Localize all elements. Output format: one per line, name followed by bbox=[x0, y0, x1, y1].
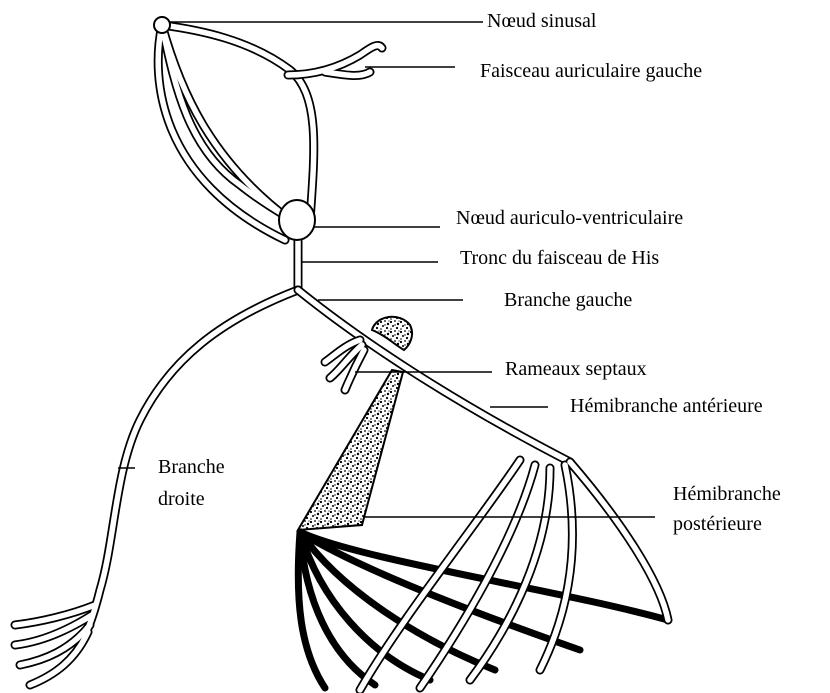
label-branche-droite-2: droite bbox=[158, 488, 205, 510]
septal-branches bbox=[325, 340, 364, 390]
label-noeud-av: Nœud auriculo-ventriculaire bbox=[456, 207, 683, 229]
label-branche-gauche: Branche gauche bbox=[504, 289, 632, 311]
label-noeud-sinusal: Nœud sinusal bbox=[487, 10, 597, 32]
label-branche-droite-1: Branche bbox=[158, 456, 225, 478]
label-hemibranche-posterieure-2: postérieure bbox=[673, 513, 762, 535]
label-tronc-his: Tronc du faisceau de His bbox=[460, 247, 659, 269]
right-bundle-branch bbox=[15, 290, 298, 685]
av-node bbox=[279, 200, 315, 240]
sinus-node bbox=[154, 17, 170, 33]
label-rameaux-septaux: Rameaux septaux bbox=[505, 358, 647, 380]
purkinje-fibers-loops bbox=[360, 460, 668, 690]
label-faisceau-auriculaire-gauche: Faisceau auriculaire gauche bbox=[480, 60, 702, 82]
label-hemibranche-anterieure: Hémibranche antérieure bbox=[570, 395, 763, 417]
leader-lines bbox=[118, 22, 655, 517]
label-hemibranche-posterieure-1: Hémibranche bbox=[673, 483, 781, 505]
labels: Nœud sinusal Faisceau auriculaire gauche… bbox=[158, 10, 781, 535]
left-atrial-bundle bbox=[288, 46, 382, 76]
